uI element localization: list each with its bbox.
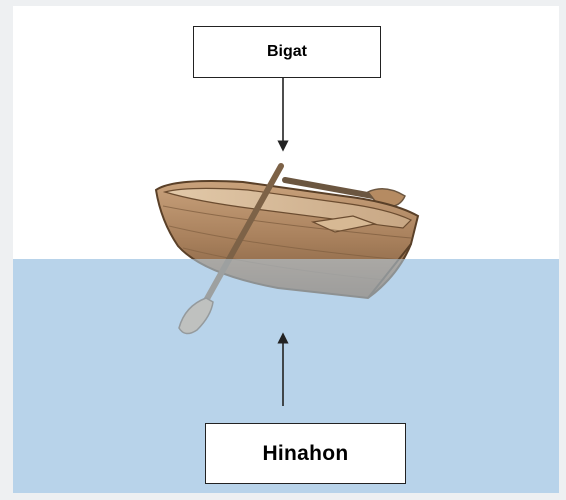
diagram-panel: Bigat Hinahon <box>13 6 559 493</box>
bottom-label-box: Hinahon <box>205 423 406 484</box>
scene-svg <box>13 6 559 493</box>
bottom-label-text: Hinahon <box>262 442 348 466</box>
top-label-box: Bigat <box>193 26 381 78</box>
top-label-text: Bigat <box>267 43 307 61</box>
